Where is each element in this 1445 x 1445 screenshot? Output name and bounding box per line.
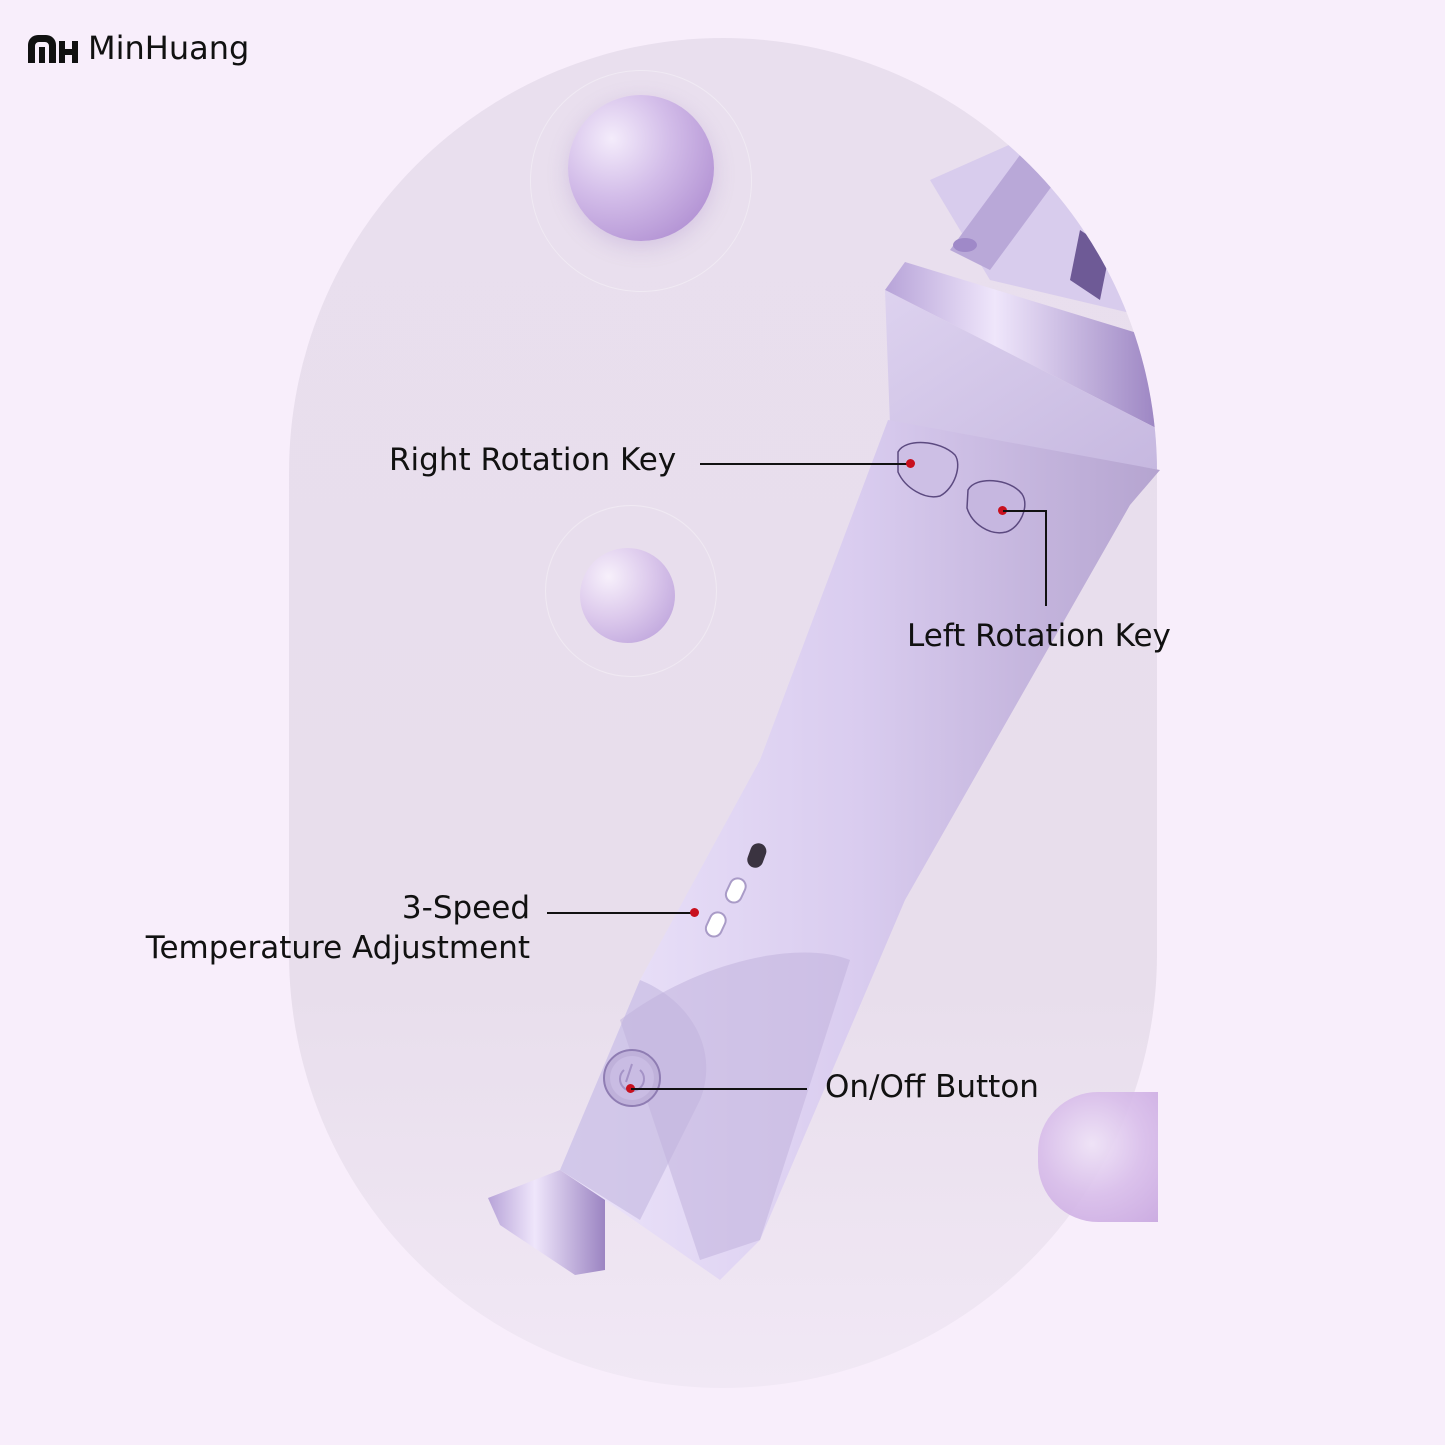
brand-name: MinHuang <box>88 29 250 67</box>
decorative-orb-small <box>580 548 675 643</box>
decorative-orb-large <box>568 95 714 241</box>
callout-left-rotation-key: Left Rotation Key <box>907 618 1171 654</box>
callout-dot <box>906 459 915 468</box>
callout-dot <box>690 908 699 917</box>
orb-halo <box>545 505 717 677</box>
callout-line <box>1003 510 1047 512</box>
callout-temperature-line1: 3-Speed <box>401 890 530 926</box>
callout-dot <box>998 506 1007 515</box>
indicator-led-on <box>724 877 747 904</box>
callout-line <box>1045 510 1047 606</box>
indicator-led-on <box>704 911 727 938</box>
collar-ring <box>885 262 1157 430</box>
callout-line <box>700 463 910 465</box>
callout-on-off-button: On/Off Button <box>825 1069 1039 1105</box>
bottom-cap <box>488 1170 605 1275</box>
minhuang-logo-icon <box>28 35 78 63</box>
decorative-orb-edge <box>1038 1092 1158 1222</box>
left-rotation-key[interactable] <box>966 479 1026 534</box>
indicator-led-off <box>747 843 767 868</box>
callout-line <box>631 1088 807 1090</box>
brand-header: MinHuang <box>26 28 249 68</box>
callout-line <box>547 912 693 914</box>
callout-temperature-line2: Temperature Adjustment <box>145 930 530 966</box>
orb-halo <box>530 70 752 292</box>
callout-right-rotation-key: Right Rotation Key <box>389 442 677 478</box>
callout-dot <box>626 1084 635 1093</box>
right-rotation-key[interactable] <box>897 441 959 498</box>
